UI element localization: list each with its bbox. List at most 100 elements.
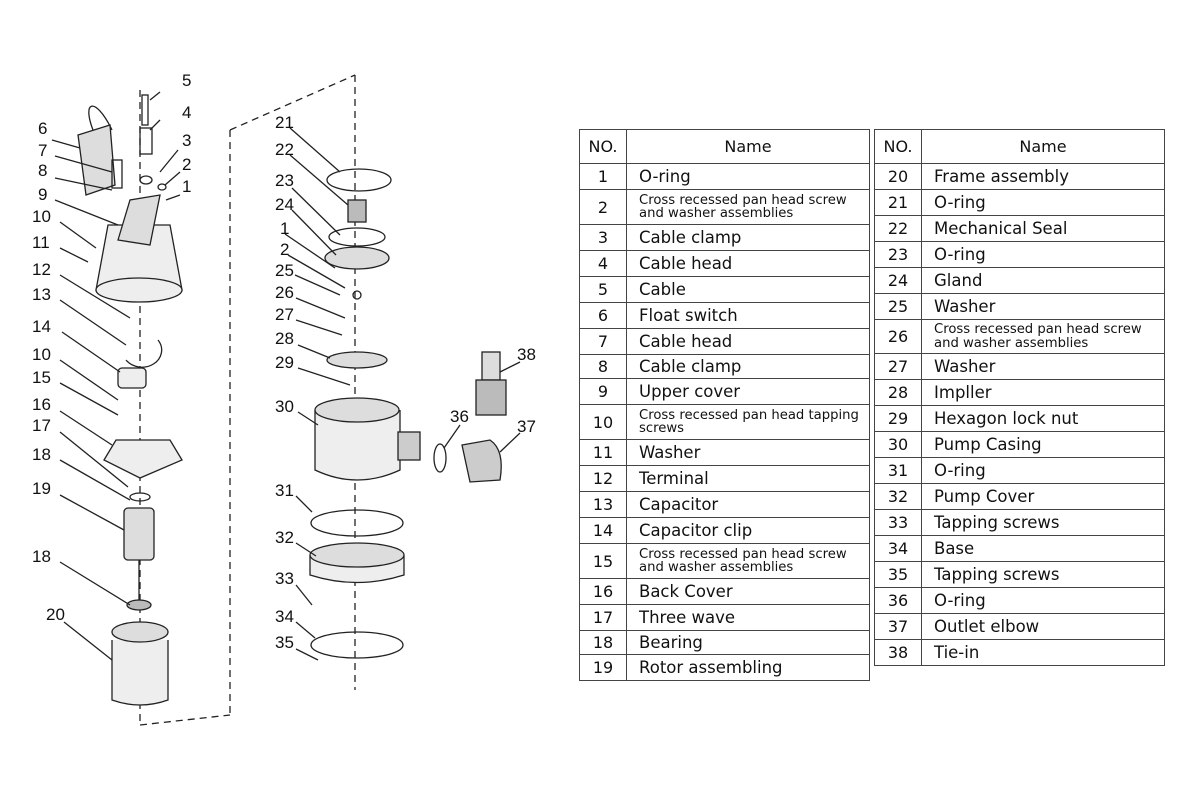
part-name: Rotor assembling <box>626 654 870 681</box>
callout-31: 31 <box>275 481 294 500</box>
table-header-row: NO. Name <box>579 129 870 164</box>
callout-27: 27 <box>275 305 294 324</box>
part-number: 16 <box>579 578 627 605</box>
callout-18b: 18 <box>32 547 51 566</box>
base-shape <box>310 631 404 659</box>
part-name: Cross recessed pan head screw and washer… <box>626 189 870 225</box>
part-number: 27 <box>874 353 922 380</box>
part-number: 10 <box>579 404 627 440</box>
callout-3: 3 <box>182 131 191 150</box>
part-number: 2 <box>579 189 627 225</box>
callout-11: 11 <box>32 233 50 252</box>
part-name: Float switch <box>626 302 870 329</box>
part-name: O-ring <box>921 241 1165 268</box>
part-name: Pump Cover <box>921 483 1165 510</box>
callout-35: 35 <box>275 633 294 652</box>
callout-37: 37 <box>517 417 536 436</box>
callout-16: 16 <box>32 395 51 414</box>
part-name: Cross recessed pan head tapping screws <box>626 404 870 440</box>
part-number: 13 <box>579 491 627 518</box>
callout-30: 30 <box>275 397 294 416</box>
callout-19: 19 <box>32 479 51 498</box>
part-name: Tapping screws <box>921 509 1165 536</box>
part-name: Frame assembly <box>921 163 1165 190</box>
part-name: Capacitor <box>626 491 870 518</box>
header-no: NO. <box>579 129 627 164</box>
float-switch-shape <box>77 124 116 196</box>
part-number: 28 <box>874 379 922 406</box>
part-name: Washer <box>626 439 870 466</box>
callout-18: 18 <box>32 445 51 464</box>
callout-17: 17 <box>32 416 51 435</box>
o-ring-36-shape <box>433 443 447 473</box>
part-name: Gland <box>921 267 1165 294</box>
callout-6: 6 <box>38 119 47 138</box>
part-number: 35 <box>874 561 922 588</box>
part-name: O-ring <box>921 189 1165 216</box>
part-name: Washer <box>921 293 1165 320</box>
part-name: O-ring <box>626 163 870 190</box>
header-no: NO. <box>874 129 922 164</box>
outlet-elbow-shape <box>461 439 502 483</box>
part-number: 12 <box>579 465 627 492</box>
callout-15: 15 <box>32 368 51 387</box>
part-number: 14 <box>579 517 627 544</box>
cable-shape <box>141 94 149 126</box>
callout-2b: 2 <box>280 240 289 259</box>
part-number: 17 <box>579 604 627 631</box>
part-number: 4 <box>579 250 627 277</box>
part-number: 1 <box>579 163 627 190</box>
part-number: 21 <box>874 189 922 216</box>
part-name: Base <box>921 535 1165 562</box>
part-number: 19 <box>579 654 627 681</box>
gland-shape <box>324 246 390 270</box>
part-name: Cross recessed pan head screw and washer… <box>921 319 1165 354</box>
part-number: 22 <box>874 215 922 242</box>
part-name: Tapping screws <box>921 561 1165 588</box>
part-name: Mechanical Seal <box>921 215 1165 242</box>
o-ring-31-shape <box>310 509 404 537</box>
callout-2: 2 <box>182 155 191 174</box>
part-name: Washer <box>921 353 1165 380</box>
bearing-shape <box>126 599 152 611</box>
callout-34: 34 <box>275 607 294 626</box>
part-number: 5 <box>579 276 627 303</box>
callout-24: 24 <box>275 195 294 214</box>
part-name: Impller <box>921 379 1165 406</box>
frame-shape <box>111 640 169 706</box>
callout-5: 5 <box>182 71 191 90</box>
capacitor-clip-shape <box>117 367 147 389</box>
part-name: Three wave <box>626 604 870 631</box>
part-number: 18 <box>579 630 627 655</box>
callout-10b: 10 <box>32 345 51 364</box>
part-number: 6 <box>579 302 627 329</box>
cable-loop <box>88 105 113 136</box>
cable-head-2-shape <box>111 159 123 189</box>
part-number: 9 <box>579 378 627 405</box>
part-number: 31 <box>874 457 922 484</box>
callout-28: 28 <box>275 329 294 348</box>
callout-22: 22 <box>275 140 294 159</box>
